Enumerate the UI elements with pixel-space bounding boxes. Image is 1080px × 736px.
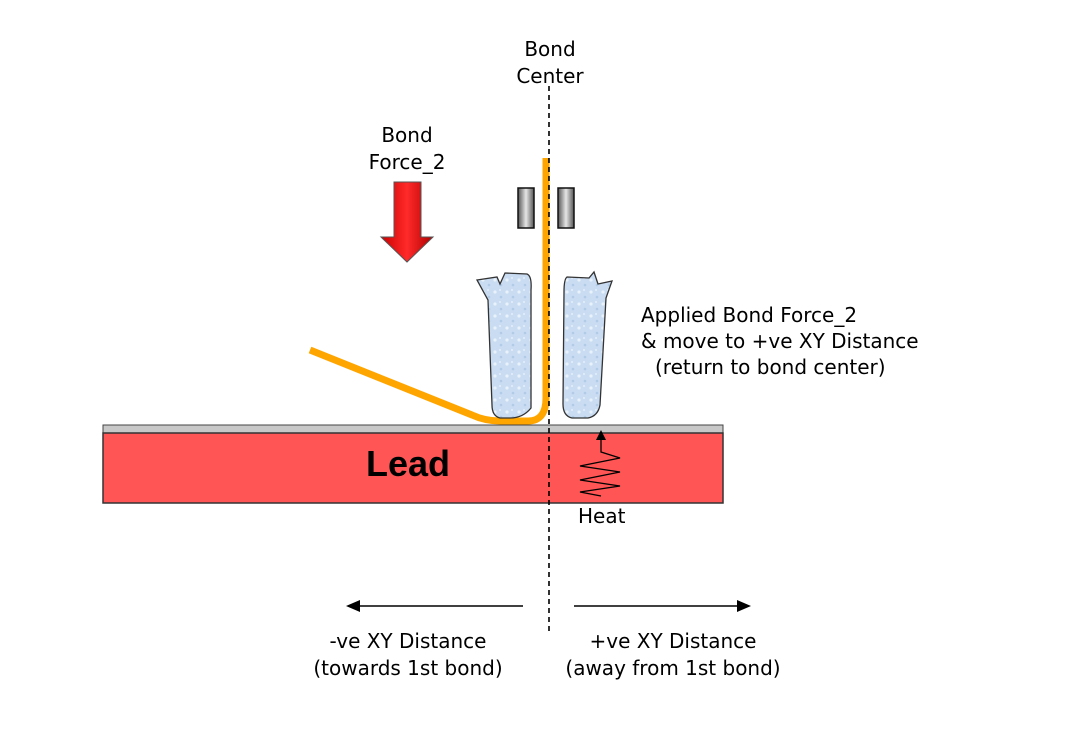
wire-clamp-left [517, 187, 535, 229]
bond-center-label: Bond Center [497, 36, 603, 90]
neg-xy-label: -ve XY Distance (towards 1st bond) [308, 628, 508, 682]
heat-label: Heat [578, 504, 626, 528]
bond-force-line1: Bond [381, 123, 433, 147]
bond-center-line2: Center [516, 64, 584, 88]
bond-center-line1: Bond [524, 37, 576, 61]
lead-body [102, 432, 724, 504]
pos-xy-label: +ve XY Distance (away from 1st bond) [558, 628, 788, 682]
neg-xy-arrowhead [346, 600, 360, 612]
bond-wire [308, 158, 550, 425]
applied-line3: (return to bond center) [655, 355, 886, 379]
capillary-left [475, 272, 532, 419]
wire-clamp-right [557, 187, 575, 229]
lead-surface-strip [102, 424, 724, 434]
applied-line1: Applied Bond Force_2 [641, 303, 858, 327]
heat-arrowhead [596, 430, 606, 440]
applied-bond-force-label: Applied Bond Force_2 & move to +ve XY Di… [641, 302, 919, 380]
neg-xy-line1: -ve XY Distance [329, 629, 487, 653]
lead-label: Lead [366, 443, 451, 484]
heat-zigzag [579, 438, 621, 497]
bond-force-label: Bond Force_2 [352, 122, 462, 176]
bond-force-arrow [379, 181, 435, 263]
neg-xy-line2: (towards 1st bond) [313, 656, 503, 680]
pos-xy-line1: +ve XY Distance [589, 629, 757, 653]
pos-xy-line2: (away from 1st bond) [565, 656, 781, 680]
pos-xy-arrowhead [737, 600, 751, 612]
capillary-right [562, 270, 613, 419]
bond-force-line2: Force_2 [368, 150, 446, 174]
applied-line2: & move to +ve XY Distance [641, 329, 919, 353]
